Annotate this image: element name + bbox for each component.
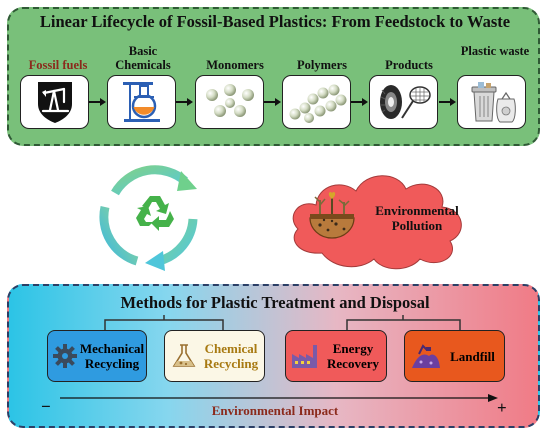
stage-label-plastic-waste: Plastic waste <box>460 44 530 58</box>
recycle-icon <box>136 196 174 231</box>
arrow-right-icon <box>89 98 106 106</box>
method-mechanical-recycling: Mechanical Recycling <box>47 330 147 382</box>
monomer-spheres-icon <box>205 84 254 117</box>
method-label-landfill: Landfill <box>450 348 495 364</box>
arrow-right-icon <box>351 98 368 106</box>
stage-box-fossil-fuels <box>20 75 89 129</box>
stage-box-plastic-waste <box>457 75 526 129</box>
stage-label-fossil-fuels: Fossil fuels <box>28 58 88 72</box>
tire-and-net-icon <box>379 85 431 119</box>
methods-title: Methods for Plastic Treatment and Dispos… <box>120 293 430 312</box>
impact-plus: + <box>497 398 507 417</box>
stage-box-polymers <box>282 75 351 129</box>
flask-icon <box>122 82 160 122</box>
polluted-soil-icon <box>309 191 355 239</box>
impact-axis-arrow <box>60 394 498 402</box>
stage-box-monomers <box>195 75 264 129</box>
method-energy-recovery: Energy Recovery <box>285 330 387 382</box>
lab-flask-icon <box>172 344 196 367</box>
method-group-brackets <box>104 315 461 331</box>
stage-box-basic-chemicals <box>107 75 176 129</box>
stage-label-polymers: Polymers <box>297 58 347 72</box>
pollution-cloud <box>292 175 462 270</box>
landfill-icon <box>412 344 440 368</box>
factory-icon <box>292 345 317 368</box>
trash-bin-icon <box>471 82 516 123</box>
method-label-chemical: Chemical Recycling <box>203 341 259 371</box>
arrow-right-icon <box>264 98 281 106</box>
arrow-right-icon <box>439 98 456 106</box>
arrow-right-icon <box>176 98 193 106</box>
impact-label: Environmental Impact <box>211 403 339 418</box>
stage-box-products <box>369 75 438 129</box>
circular-arrows-icon <box>99 165 198 271</box>
lifecycle-panel <box>7 7 540 146</box>
method-label-energy: Energy Recovery <box>327 341 379 371</box>
method-landfill: Landfill <box>404 330 505 382</box>
method-label-mechanical: Mechanical Recycling <box>79 341 145 371</box>
stage-label-basic-chemicals: Basic Chemicals <box>115 44 171 72</box>
polymer-chain-icon <box>289 84 346 123</box>
oil-pump-icon <box>37 82 72 123</box>
gear-icon <box>53 344 77 368</box>
stage-label-products: Products <box>385 58 433 72</box>
lifecycle-title: Linear Lifecycle of Fossil-Based Plastic… <box>39 12 511 31</box>
stage-label-monomers: Monomers <box>206 58 264 72</box>
method-chemical-recycling: Chemical Recycling <box>164 330 265 382</box>
impact-minus: − <box>41 397 51 416</box>
pollution-label: Environmental Pollution <box>375 203 459 233</box>
